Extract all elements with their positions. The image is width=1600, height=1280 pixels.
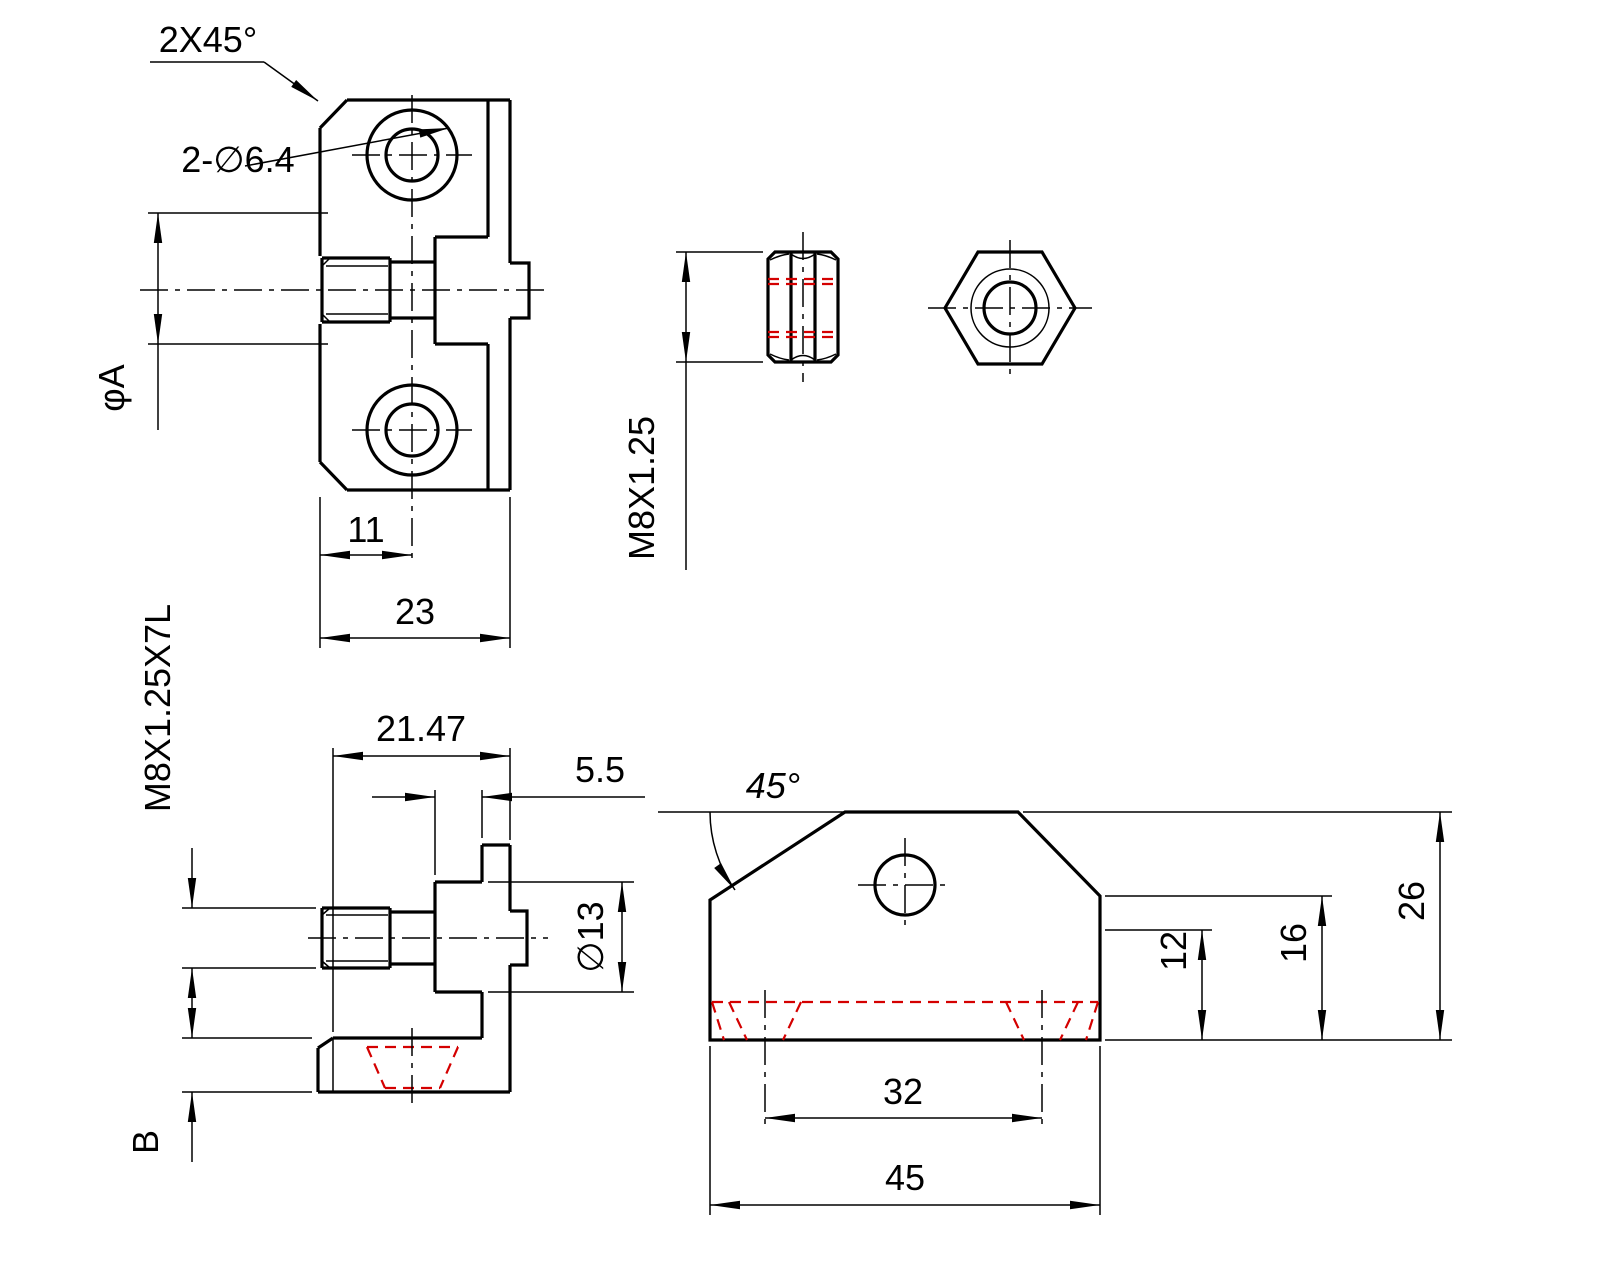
bracket-side-view: 21.47 5.5 ∅13 M8X1.25X7L B	[125, 604, 645, 1162]
stud-flange-side	[433, 880, 482, 994]
bracket-side-outline	[316, 843, 512, 1094]
base-slot-centerlines	[764, 990, 1043, 1126]
stud-thread-extension-lines	[182, 907, 316, 969]
depth-extension-lines	[332, 748, 511, 1032]
stud-thread-minor-lines-side	[321, 907, 388, 969]
stud-dia-label: φA	[91, 364, 132, 411]
flange-offset-dim: 5.5	[575, 749, 625, 790]
base-front-view: 45° 32 45 12 16 26	[658, 765, 1452, 1215]
stud-dia-extension-lines	[148, 212, 328, 430]
stud-thread-label: M8X1.25X7L	[137, 604, 178, 812]
nut-side-outline	[766, 250, 840, 364]
base-recess-hidden	[710, 1000, 1100, 1041]
plate-width-dim: 23	[395, 591, 435, 632]
depth-dim: 21.47	[376, 708, 466, 749]
centerlines-bracket-front	[140, 95, 548, 565]
bracket-side-centerlines	[308, 937, 548, 1104]
base-hole-centerlines	[858, 838, 952, 932]
chamfer-note-arrow	[263, 61, 319, 102]
hole-offset-dim: 11	[347, 509, 384, 550]
flange-dia-label: ∅13	[570, 901, 611, 972]
nut-front-centerlines	[928, 240, 1092, 376]
side-height-dim: 16	[1273, 923, 1314, 963]
hole-note-label: 2-∅6.4	[181, 139, 294, 180]
slot-pitch-dim: 32	[883, 1071, 923, 1112]
base-width-dim: 45	[885, 1157, 925, 1198]
chamfer-angle-arc	[709, 811, 736, 891]
nut-thread-extension-lines	[676, 251, 763, 570]
chamfer-angle-label: 45°	[746, 765, 800, 806]
bracket-plate-outline	[318, 98, 512, 492]
flange-dia-extension-lines	[488, 881, 634, 993]
stud-thread-minor-lines	[321, 257, 388, 323]
total-height-dim: 26	[1391, 881, 1432, 921]
width-extension-lines	[319, 497, 511, 648]
hole-note-leader	[244, 127, 450, 167]
step-height-dim: 12	[1153, 931, 1194, 971]
stud-tip-side	[510, 909, 529, 967]
flange-offset-extension-lines	[434, 790, 483, 875]
nut-front-view	[928, 240, 1092, 376]
base-outline	[708, 810, 1102, 1042]
base-width-extension-lines	[709, 1046, 1101, 1215]
base-thickness-label: B	[125, 1130, 166, 1154]
nut-side-view: M8X1.25	[621, 232, 840, 570]
base-thickness-extension-lines	[182, 1037, 312, 1093]
bracket-front-view: φA 11 23 2-∅6.4 2X45°	[91, 19, 548, 648]
height-extension-lines	[1023, 811, 1452, 1041]
nut-thread-label: M8X1.25	[621, 416, 662, 560]
chamfer-note-label: 2X45°	[159, 19, 257, 60]
